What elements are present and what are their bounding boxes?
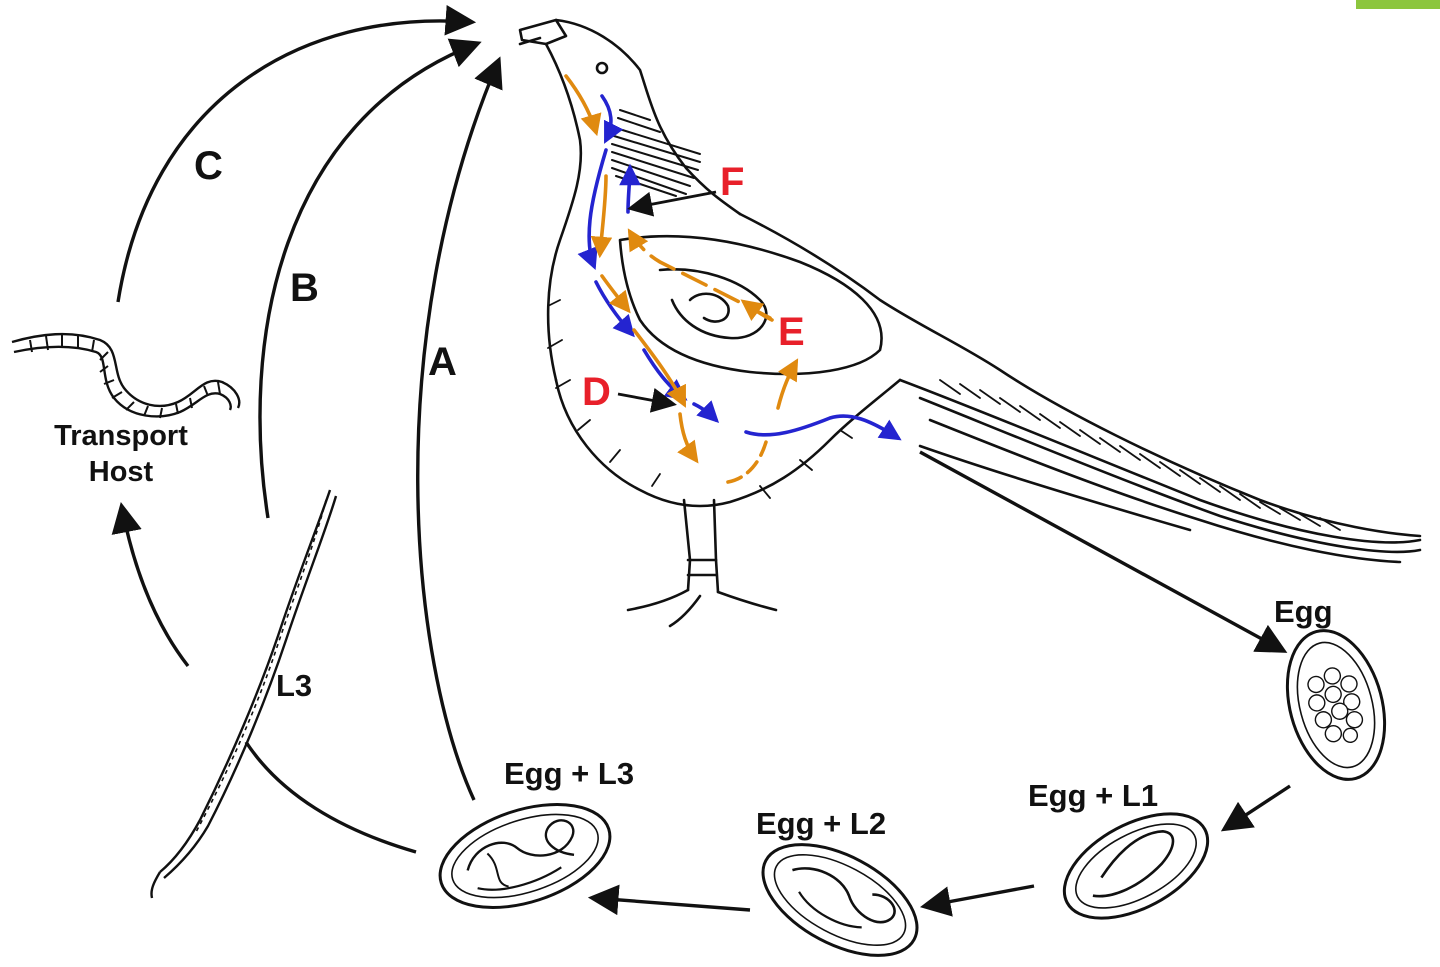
site-label-f: F xyxy=(720,160,745,204)
route-label-c: C xyxy=(194,144,223,188)
earthworm-illustration xyxy=(11,332,241,419)
tail-feathers xyxy=(898,378,1422,564)
route-label-a: A xyxy=(428,340,457,384)
l3-larva-illustration xyxy=(150,489,338,899)
stage-label-egg-l1: Egg + L1 xyxy=(1028,778,1159,813)
head-neck xyxy=(554,18,742,216)
l2-to-l3-arrow xyxy=(587,884,751,916)
breast-feather-ticks xyxy=(547,299,853,499)
wing-outline xyxy=(618,234,883,376)
stage-label-egg-l2: Egg + L2 xyxy=(756,806,887,841)
cycle-arrows xyxy=(111,5,1291,917)
blue-migration-path xyxy=(577,94,902,441)
egg-to-l1-arrow xyxy=(1220,784,1291,832)
route-a-arrow xyxy=(416,56,503,801)
corner-accent-bar xyxy=(1356,0,1440,9)
transport-host-line1: Transport xyxy=(54,420,188,452)
transport-host-label: Transport Host xyxy=(28,418,214,490)
egg-unembryonated xyxy=(1285,629,1387,781)
tail-hatching xyxy=(939,379,1341,531)
eye xyxy=(595,61,609,75)
pheasant-illustration xyxy=(518,18,1422,628)
transport-host-line2: Host xyxy=(88,456,154,488)
l3egg-to-larva-arrow xyxy=(244,741,417,854)
stage-label-egg-l3: Egg + L3 xyxy=(504,756,635,791)
bird-to-egg-arrow xyxy=(919,450,1288,653)
orange-migration-path xyxy=(564,74,799,484)
egg-with-l1 xyxy=(1062,812,1210,920)
neck-ring-hatching xyxy=(611,109,701,197)
egg-with-l3 xyxy=(438,802,612,910)
site-f-pointer xyxy=(627,190,717,217)
back-outline xyxy=(738,212,1422,538)
route-b-arrow xyxy=(258,38,482,519)
route-label-b: B xyxy=(290,266,319,310)
site-d-pointer xyxy=(617,387,677,413)
larva-to-host-arrow xyxy=(111,501,190,668)
l1-to-l2-arrow xyxy=(919,884,1035,917)
route-c-arrow xyxy=(116,5,477,303)
legs xyxy=(626,498,778,628)
egg-with-l2 xyxy=(761,843,919,957)
stage-label-l3: L3 xyxy=(276,668,313,703)
site-label-e: E xyxy=(778,310,805,354)
body-outline xyxy=(554,378,902,508)
stage-label-egg: Egg xyxy=(1274,594,1333,629)
site-label-d: D xyxy=(582,370,611,414)
beak xyxy=(518,18,568,46)
